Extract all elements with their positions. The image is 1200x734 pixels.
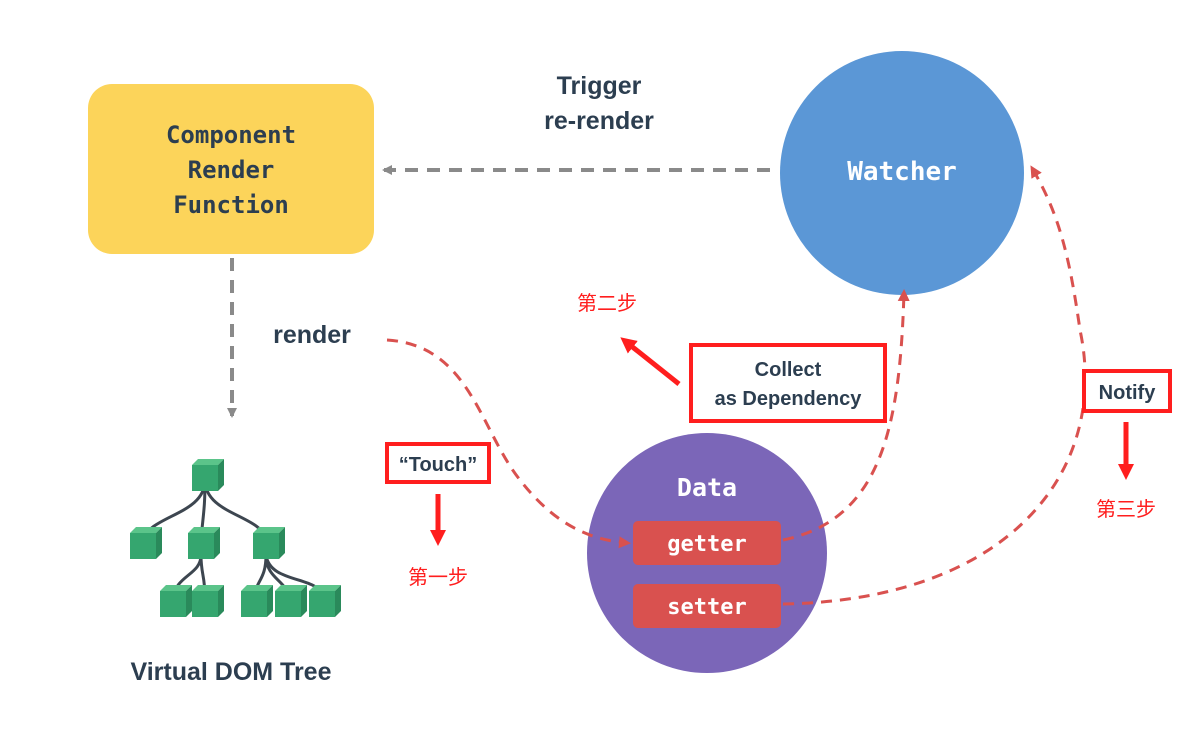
trigger-label-line-2: re-render [544, 107, 654, 135]
render-function-line-1: Component [166, 121, 296, 149]
render-function-line-2: Render [188, 156, 275, 184]
setter-label: setter [667, 595, 746, 620]
render-function-line-3: Function [173, 191, 289, 219]
touch-curve-arrow [386, 338, 631, 549]
step-two-arrow [620, 337, 681, 386]
vdom-node-cube [192, 459, 224, 491]
touch-label: “Touch” [399, 454, 478, 476]
virtual-dom-tree: Virtual DOM Tree [130, 459, 341, 686]
watcher-node: Watcher [780, 51, 1024, 295]
getter-label: getter [667, 532, 746, 557]
step-three-label: 第三步 [1096, 497, 1156, 521]
step-one-label: 第一步 [408, 565, 468, 589]
touch-annotation: “Touch” 第一步 [385, 442, 491, 589]
vdom-node-cube [192, 585, 224, 617]
render-label: render [273, 321, 351, 349]
vdom-node-cube [309, 585, 341, 617]
vdom-node-cube [188, 527, 220, 559]
collect-label-line-2: as Dependency [715, 388, 863, 410]
step-two-label: 第二步 [577, 291, 637, 315]
getter-pill [633, 521, 781, 565]
notify-annotation: Notify 第三步 [1082, 369, 1172, 521]
watcher-label: Watcher [847, 157, 957, 187]
collect-dependency-curve-arrow [782, 289, 910, 542]
virtual-dom-label: Virtual DOM Tree [131, 658, 332, 686]
render-function-node: Component Render Function [88, 84, 374, 254]
vdom-node-cube [241, 585, 273, 617]
setter-pill [633, 584, 781, 628]
vdom-node-cube [253, 527, 285, 559]
trigger-label-line-1: Trigger [557, 72, 642, 100]
vdom-node-cube [160, 585, 192, 617]
notify-label: Notify [1099, 382, 1157, 404]
collect-label-line-1: Collect [755, 359, 822, 381]
vdom-node-cube [130, 527, 162, 559]
collect-annotation: Collect as Dependency 第二步 [577, 291, 887, 423]
vdom-node-cube [275, 585, 307, 617]
data-node: Data getter setter [587, 433, 827, 673]
data-label: Data [677, 473, 737, 502]
